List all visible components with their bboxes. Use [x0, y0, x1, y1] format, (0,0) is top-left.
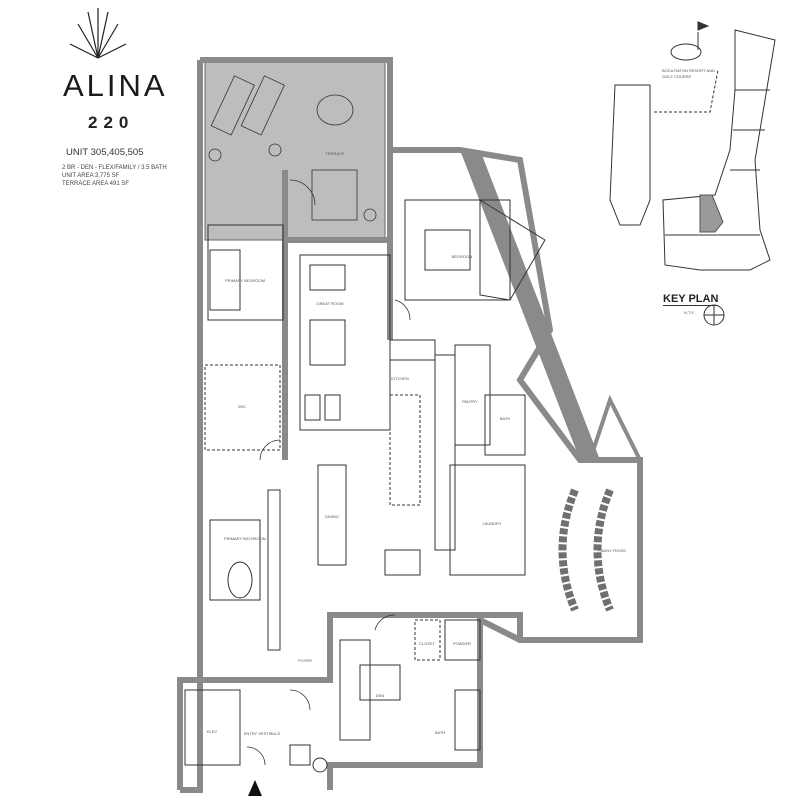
room-label-terrace: TERRACE	[325, 151, 344, 156]
interior-lines	[184, 199, 546, 773]
room-label-dining: DINING	[325, 514, 339, 519]
room-label-bedroom: BEDROOM	[452, 254, 473, 259]
key-plan-highlight	[699, 194, 724, 233]
room-label-closet: CLOSET	[419, 641, 436, 646]
sunburst-logo-icon	[69, 8, 127, 59]
unit-details: 2 BR - DEN - FLEX/FAMILY / 3.5 BATH UNIT…	[62, 164, 167, 188]
terrace-furniture	[208, 75, 377, 222]
room-label-elevator: ELEV	[207, 729, 218, 734]
key-plan	[609, 21, 776, 326]
key-plan-landmark: BOCA RATON RESORT AND GOLF COURSE	[662, 68, 715, 79]
door-swings	[246, 179, 411, 766]
room-label-bath: BATH	[435, 730, 445, 735]
key-plan-title: KEY PLAN	[663, 293, 719, 306]
room-label-den: DEN	[376, 693, 385, 698]
room-label-wic: WIC	[238, 404, 246, 409]
room-label-pantry: PANTRY	[462, 399, 478, 404]
room-label-laundry: LAUNDRY	[482, 521, 501, 526]
unit-area: UNIT AREA 3,775 SF	[62, 173, 120, 179]
room-labels: TERRACE PRIMARY BEDROOM GREAT ROOM BEDRO…	[207, 151, 626, 736]
key-plan-scale: N.T.S	[684, 310, 694, 315]
diagonal-wall	[460, 150, 600, 460]
room-label-family-room: FAMILY ROOM	[598, 548, 625, 553]
room-label-primary-bedroom: PRIMARY BEDROOM	[225, 278, 265, 283]
room-label-great-room: GREAT ROOM	[317, 301, 344, 306]
room-label-foyer: FOYER	[298, 658, 312, 663]
unit-numbers: UNIT 305,405,505	[66, 147, 144, 158]
terrace-area-fill	[204, 61, 386, 241]
entry-arrow-icon	[248, 780, 262, 796]
brand-number: 220	[88, 113, 135, 132]
room-label-bath2: BATH	[500, 416, 510, 421]
room-label-kitchen: KITCHEN	[391, 376, 409, 381]
terrace-area: TERRACE AREA 491 SF	[62, 181, 130, 187]
room-label-entry-vestibule: ENTRY VESTIBULE	[244, 731, 281, 736]
brand-name: ALINA	[63, 68, 168, 103]
balcony-wedge	[587, 394, 644, 462]
family-room-sofas	[558, 488, 614, 612]
room-label-powder: POWDER	[453, 641, 471, 646]
unit-type: 2 BR - DEN - FLEX/FAMILY / 3.5 BATH	[62, 165, 167, 171]
room-label-primary-bathroom: PRIMARY BATHROOM	[224, 536, 266, 541]
